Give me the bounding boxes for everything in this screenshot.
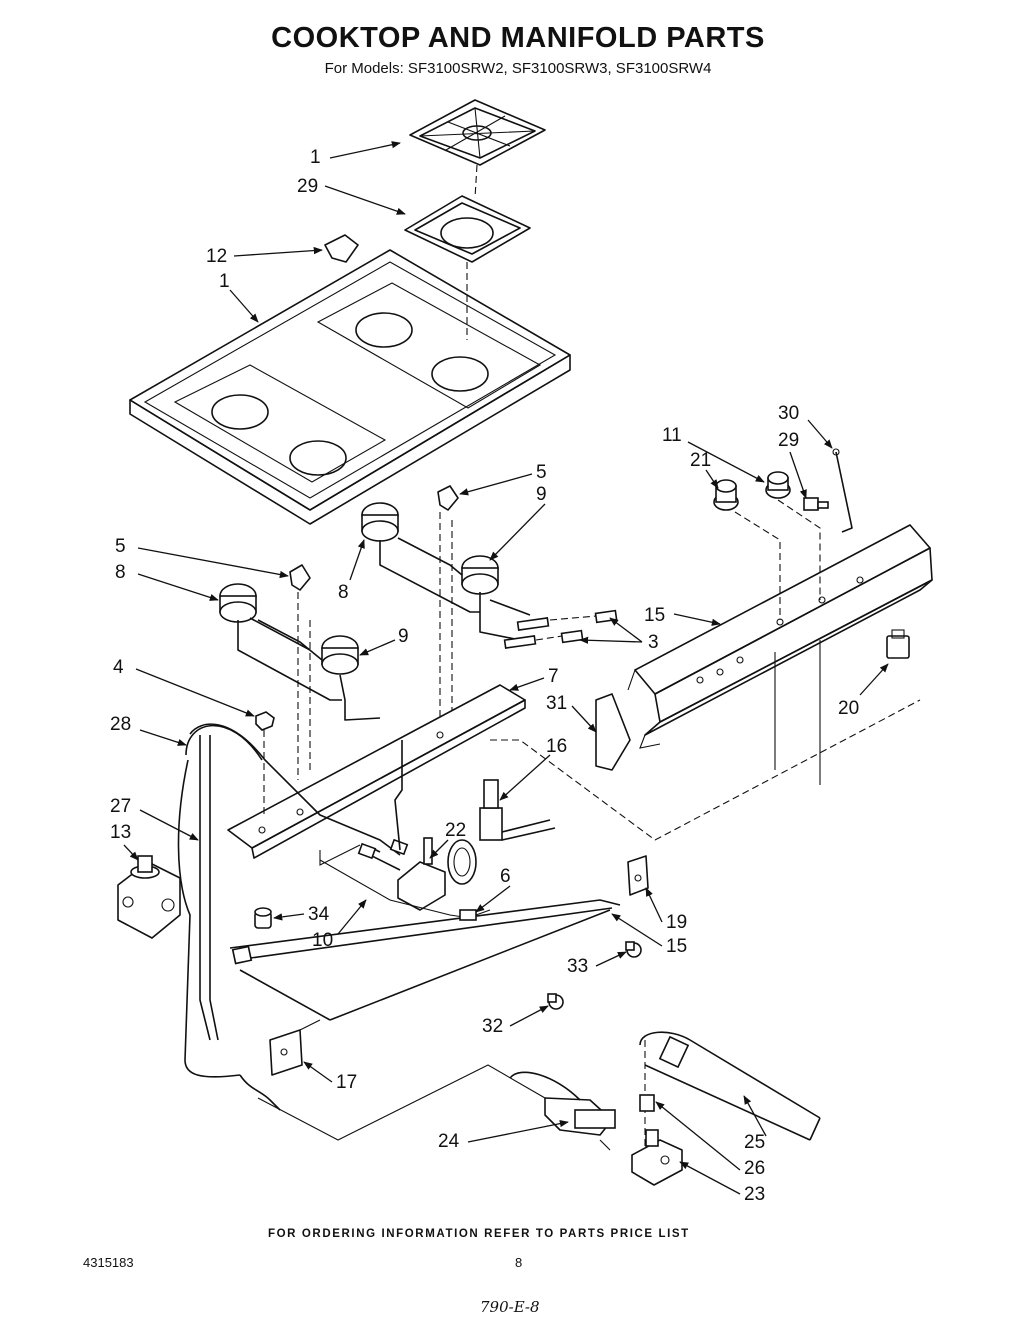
document-number: 4315183: [83, 1255, 134, 1270]
oven-pilot: [509, 1071, 616, 1151]
flex-hose: [185, 724, 263, 761]
burner-bracket-right: [437, 485, 459, 511]
callout-18: 19: [666, 912, 687, 933]
callout-9-left: 9: [398, 626, 409, 647]
drip-bowl: [404, 195, 531, 263]
burner-assembly-right: [361, 502, 531, 641]
spark-electrodes: [503, 609, 618, 649]
burner-bracket-left: [289, 564, 311, 591]
callout-30: 29: [297, 176, 318, 197]
leader-lines: [123, 141, 889, 1195]
callout-34: 34: [308, 904, 330, 925]
oven-valve-assembly: [357, 740, 477, 911]
control-knob-alt: [765, 471, 791, 499]
callout-28: 29: [778, 430, 799, 451]
model-list: For Models: SF3100SRW2, SF3100SRW3, SF31…: [324, 60, 712, 77]
manifold-panel: [627, 499, 933, 785]
ignition-switch: [886, 629, 910, 659]
callout-4: 4: [113, 657, 124, 678]
callout-7: 7: [548, 666, 559, 687]
page-number: 8: [515, 1255, 523, 1270]
callout-25: 26: [744, 1158, 765, 1179]
page-title: COOKTOP AND MANIFOLD PARTS: [271, 22, 765, 54]
callout-11: 11: [662, 425, 682, 446]
callout-27: 28: [110, 714, 131, 735]
callout-16: 16: [546, 736, 567, 757]
orifice-hood: [639, 1094, 655, 1112]
callout-9-right: 9: [536, 484, 547, 505]
screw-33: [625, 941, 642, 958]
callout-2: 1: [310, 147, 321, 168]
igniter-switch-button: [803, 497, 829, 511]
callout-17: 17: [336, 1072, 357, 1093]
callout-31: 31: [546, 693, 567, 714]
orifice-spud: [254, 907, 272, 929]
callout-24: 25: [744, 1132, 765, 1153]
screw-32: [547, 993, 564, 1010]
callout-14: 15: [666, 936, 687, 957]
oven-safety-valve: [631, 1129, 683, 1186]
heat-shield: [595, 693, 631, 771]
callout-12: 12: [206, 246, 227, 267]
callout-26: 27: [110, 796, 131, 817]
callout-20: 21: [690, 450, 711, 471]
callout-32: 32: [482, 1016, 503, 1037]
manifold-tube: [229, 899, 621, 1021]
callout-3: 3: [648, 632, 659, 653]
callout-numbers: 1 29 12 1 5 9 5 8 8 9 4 28 27 13 11 21 3…: [110, 147, 859, 1205]
callout-5-right: 5: [536, 462, 547, 483]
callout-33: 33: [567, 956, 588, 977]
ordering-note: FOR ORDERING INFORMATION REFER TO PARTS …: [268, 1228, 690, 1240]
burner-support-bar: [227, 684, 526, 859]
mounting-bracket: [269, 1019, 321, 1076]
burner-grate: [409, 99, 546, 166]
callout-10: 10: [312, 930, 333, 951]
callout-13: 13: [110, 822, 131, 843]
tube-bracket: [627, 855, 649, 896]
spring-wire: [832, 448, 853, 533]
callout-21: 22: [445, 820, 466, 841]
callout-29: 30: [778, 403, 799, 424]
handwritten-note: 790-E-8: [480, 1298, 540, 1316]
callout-23: 24: [438, 1131, 460, 1152]
control-knob: [713, 479, 739, 511]
oven-burner-tube: [639, 1031, 821, 1150]
nut: [255, 711, 275, 731]
burner-assembly-left: [219, 583, 381, 721]
callout-6: 6: [500, 866, 511, 887]
pressure-regulator: [117, 855, 181, 939]
callout-19: 20: [838, 698, 859, 719]
cooktop: [129, 164, 571, 525]
callout-15: 15: [644, 605, 665, 626]
callout-22: 23: [744, 1184, 765, 1205]
callout-8-left: 8: [115, 562, 126, 583]
callout-5-left: 5: [115, 536, 126, 557]
callout-1: 1: [219, 271, 230, 292]
cooktop-clip: [324, 234, 359, 263]
callout-8-right: 8: [338, 582, 349, 603]
spark-igniter: [479, 699, 921, 841]
